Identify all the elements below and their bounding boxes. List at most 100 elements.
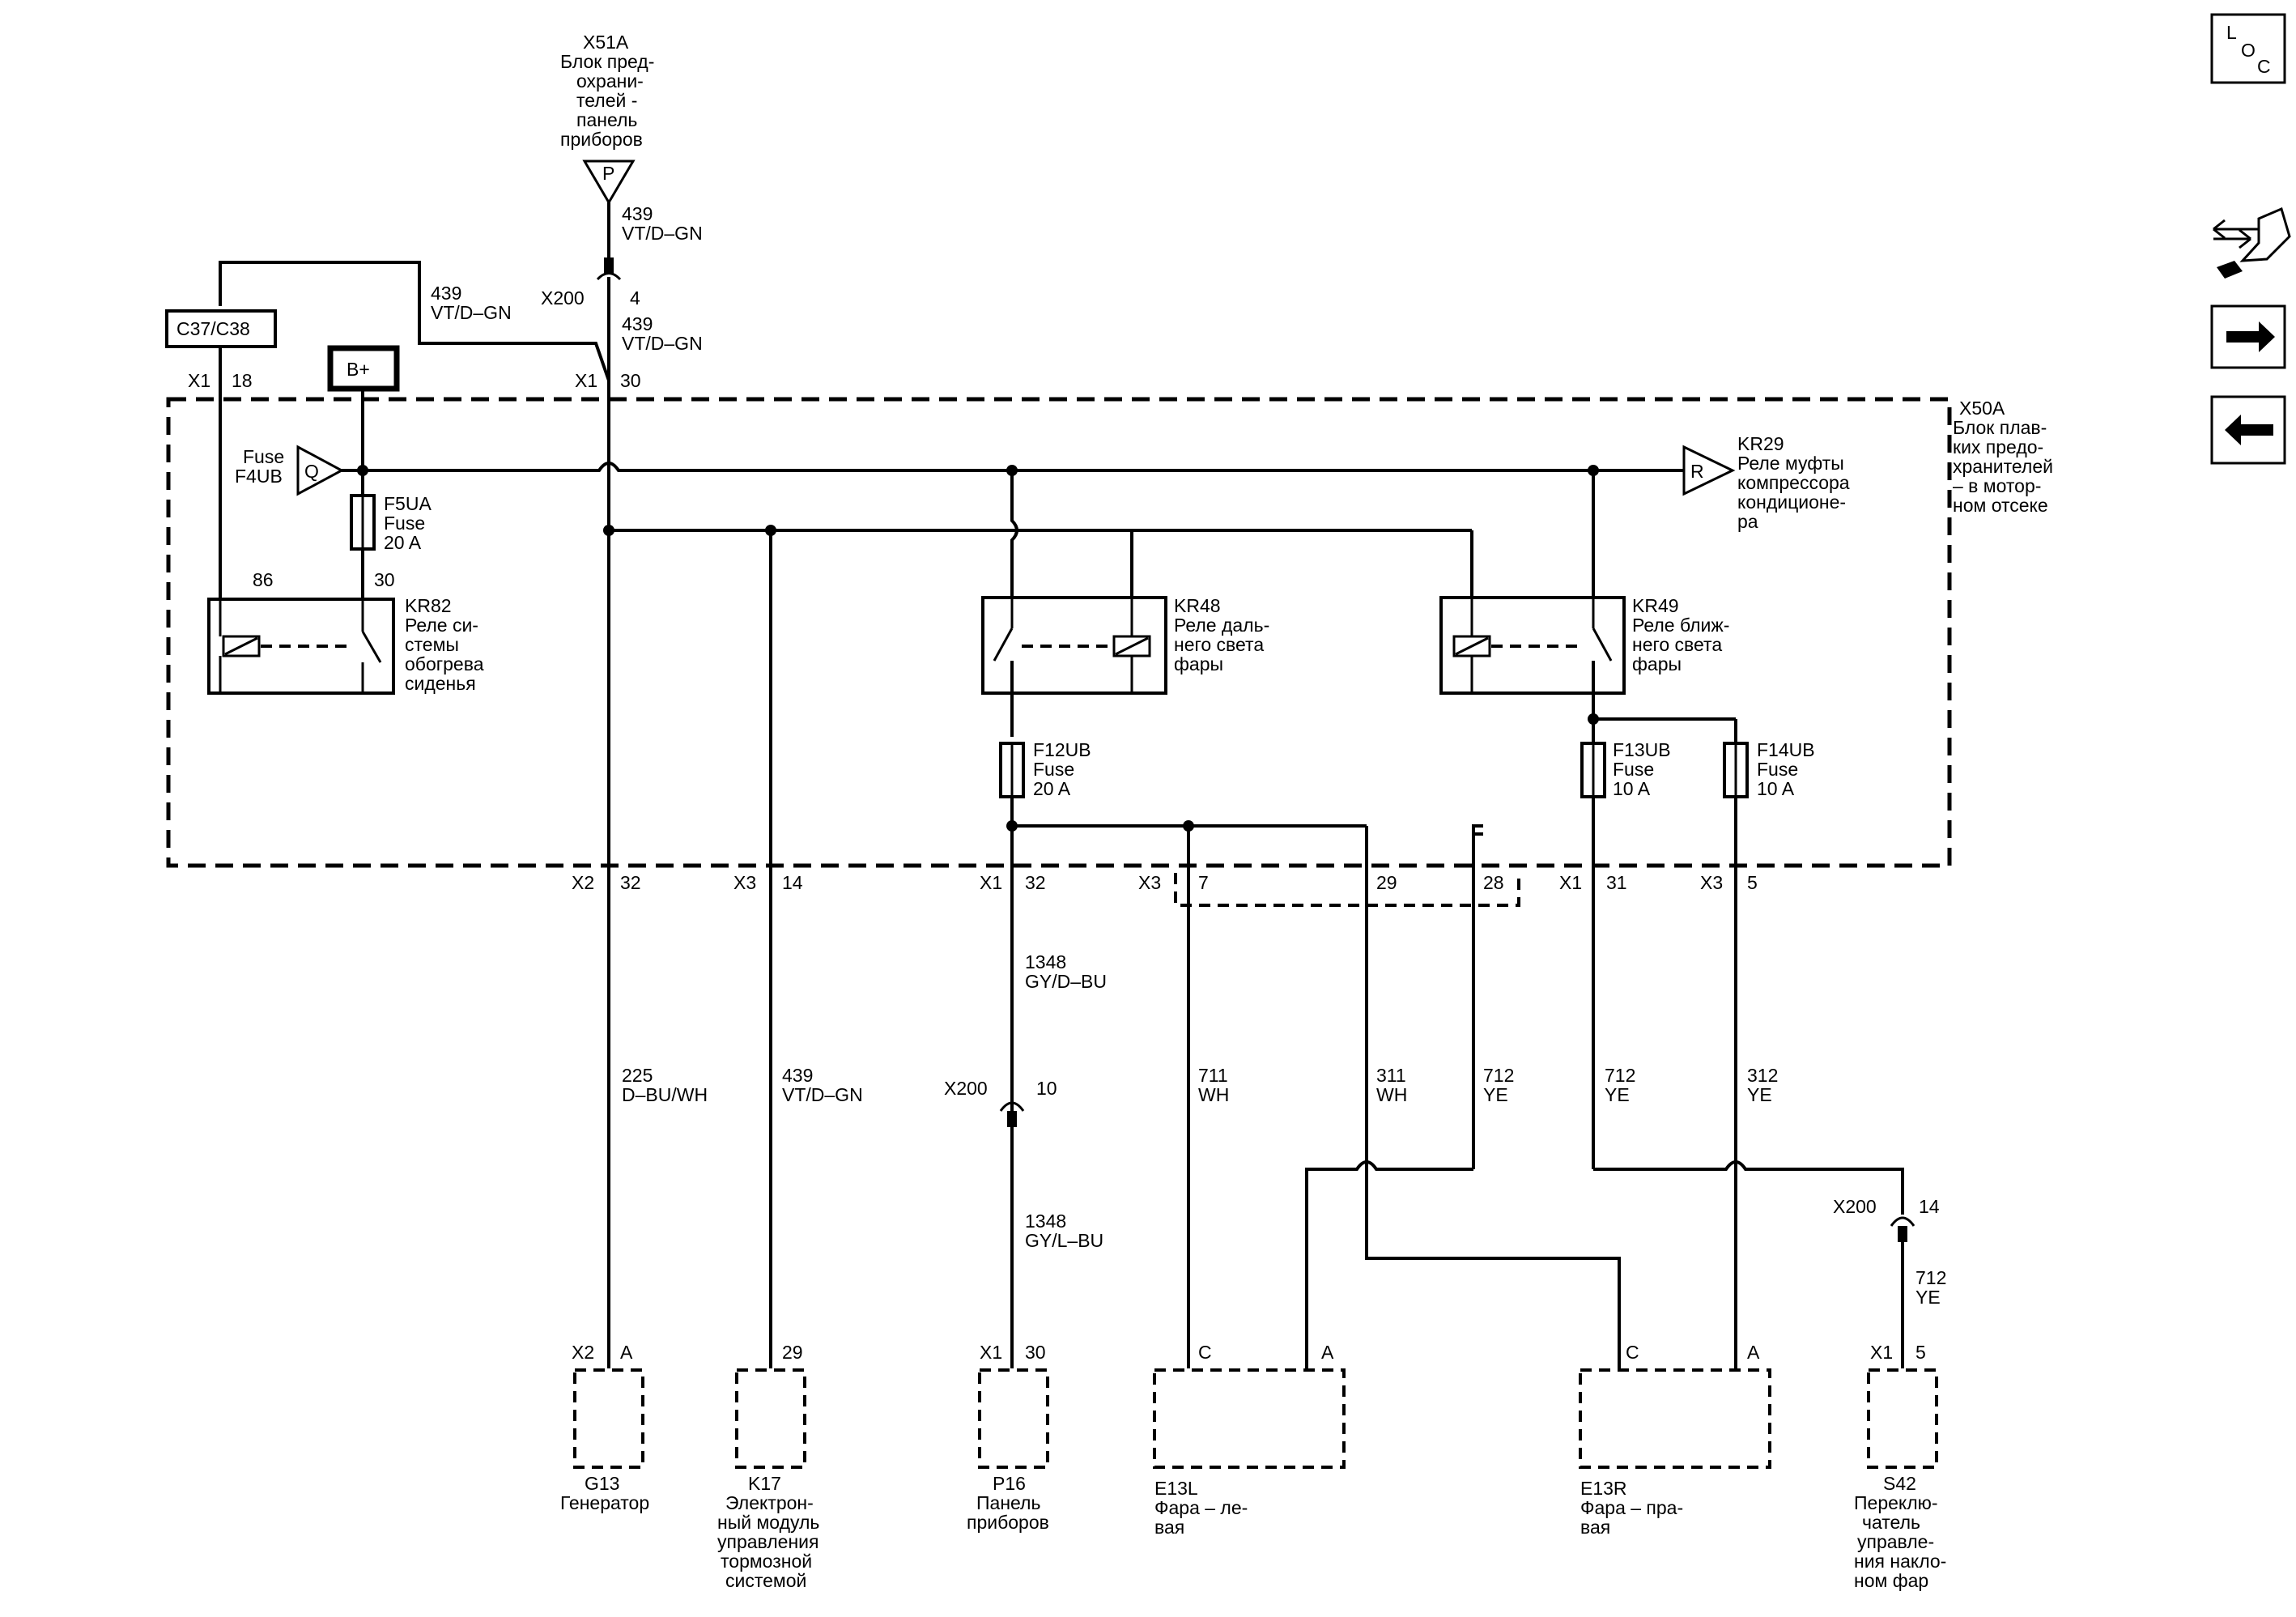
k17-desc-6: системой: [725, 1570, 806, 1591]
x51a-desc-2: охрани-: [576, 70, 644, 91]
kr49-desc-3: него света: [1632, 634, 1722, 655]
wire-312-num: 312: [1747, 1065, 1778, 1086]
prev-page-button[interactable]: [2210, 395, 2286, 465]
x51a-pin-symbol: [582, 160, 636, 205]
c37-label: C37/C38: [176, 318, 250, 339]
e13l-desc-2: Фара – ле-: [1154, 1497, 1248, 1518]
kr29-desc-1: KR29: [1737, 433, 1784, 454]
x200-top-label: X200: [541, 287, 585, 309]
f4ub-label-1: Fuse: [243, 446, 284, 467]
kr29-pin-symbol: [1682, 445, 1736, 496]
component-k17[interactable]: 29 K17 Электрон- ный модуль управления т…: [717, 1342, 819, 1591]
x51a-name: X51A: [583, 32, 629, 53]
wire-c37-color: VT/D–GN: [431, 302, 512, 323]
pin-x2-32-conn: X2: [572, 872, 594, 893]
p16-desc-1: P16: [993, 1473, 1026, 1494]
kr82-pin86: 86: [253, 569, 274, 590]
kr48-desc-4: фары: [1174, 653, 1223, 674]
arrow-right-icon: [2226, 321, 2275, 352]
e13l-desc-1: E13L: [1154, 1478, 1198, 1499]
component-g13[interactable]: X2 A G13 Генератор: [560, 1342, 649, 1513]
kr49-desc-1: KR49: [1632, 595, 1679, 616]
pin-x3-5-num: 5: [1747, 872, 1758, 893]
wire-439-top-color: VT/D–GN: [622, 223, 703, 244]
kr82-desc-5: сиденья: [405, 673, 476, 694]
f4ub-pin-symbol: [296, 445, 345, 496]
loc-o: O: [2241, 40, 2256, 61]
wire-439-mid-num: 439: [622, 313, 653, 334]
connector-info-icon[interactable]: [2213, 206, 2291, 279]
kr29-desc-5: ра: [1737, 511, 1758, 532]
kr29-pin: R: [1690, 461, 1704, 482]
wire-439-low-num: 439: [782, 1065, 813, 1086]
kr82-desc-2: Реле си-: [405, 615, 478, 636]
wire-311-color: WH: [1376, 1084, 1407, 1105]
wire-312-color: YE: [1747, 1084, 1772, 1105]
e13r-desc-2: Фара – пра-: [1580, 1497, 1683, 1518]
wire-1348a-color: GY/D–BU: [1025, 971, 1107, 992]
wire-225-color: D–BU/WH: [622, 1084, 708, 1105]
pin-x1-32-num: 32: [1025, 872, 1046, 893]
kr29-desc-4: кондиционе-: [1737, 491, 1846, 513]
wire-439-mid-color: VT/D–GN: [622, 333, 703, 354]
wire-712c-num: 712: [1915, 1267, 1946, 1288]
g13-desc-1: G13: [585, 1473, 619, 1494]
component-e13r[interactable]: C A E13R Фара – пра- вая: [1579, 1342, 1771, 1538]
pin-x3-7-num: 7: [1198, 872, 1209, 893]
x50a-desc-4: – в мотор-: [1953, 475, 2041, 496]
x51a-desc-1: Блок пред-: [560, 51, 654, 72]
pin-x3-14-num: 14: [782, 872, 803, 893]
loc-button[interactable]: L O C: [2210, 13, 2286, 84]
loc-l: L: [2226, 22, 2237, 43]
kr48-desc-3: него света: [1174, 634, 1264, 655]
arrow-left-icon: [2225, 415, 2273, 445]
f12ub-label-3: 20 A: [1033, 778, 1071, 799]
e13r-desc-1: E13R: [1580, 1478, 1627, 1499]
x200-14-conn: X200: [1833, 1196, 1877, 1217]
s42-pin-conn: X1: [1870, 1342, 1893, 1363]
g13-pin-a: A: [620, 1342, 633, 1363]
f4ub-pin: Q: [304, 461, 319, 482]
e13l-pin-a: A: [1321, 1342, 1334, 1363]
next-page-button[interactable]: [2210, 304, 2286, 369]
wire-1348b-color: GY/L–BU: [1025, 1230, 1103, 1251]
p16-pin-num: 30: [1025, 1342, 1046, 1363]
pin-x3-7-conn: X3: [1138, 872, 1161, 893]
x50a-desc-1: Блок плав-: [1953, 417, 2047, 438]
e13r-pin-c: C: [1626, 1342, 1639, 1363]
f14ub-label-1: F14UB: [1757, 739, 1815, 760]
wire-439-top-num: 439: [622, 203, 653, 224]
s42-pin-num: 5: [1915, 1342, 1926, 1363]
s42-desc-5: ния накло-: [1854, 1551, 1946, 1572]
g13-pin-conn: X2: [572, 1342, 594, 1363]
f13ub-label-1: F13UB: [1613, 739, 1671, 760]
f13ub-label-3: 10 A: [1613, 778, 1651, 799]
kr49-desc-2: Реле ближ-: [1632, 615, 1729, 636]
kr49-desc-4: фары: [1632, 653, 1682, 674]
pin-x1-31-num: 31: [1606, 872, 1627, 893]
fuse-block-x50a: [166, 397, 1952, 868]
bplus-label: B+: [347, 359, 370, 380]
s42-desc-1: S42: [1883, 1473, 1916, 1494]
kr48-desc-2: Реле даль-: [1174, 615, 1269, 636]
x200-14-pin: 14: [1919, 1196, 1940, 1217]
wire-712b-color: YE: [1605, 1084, 1630, 1105]
component-p16[interactable]: X1 30 P16 Панель приборов: [967, 1342, 1049, 1533]
kr48-relay: [981, 596, 1167, 695]
component-s42[interactable]: X1 5 S42 Переклю- чатель управле- ния на…: [1854, 1342, 1946, 1591]
e13l-pin-c: C: [1198, 1342, 1212, 1363]
f14ub-label-2: Fuse: [1757, 759, 1798, 780]
wire-311-num: 311: [1376, 1065, 1406, 1086]
k17-desc-5: тормозной: [721, 1551, 812, 1572]
component-e13l[interactable]: C A E13L Фара – ле- вая: [1153, 1342, 1346, 1538]
x51a-desc-5: приборов: [560, 129, 643, 150]
wire-712a-num: 712: [1483, 1065, 1514, 1086]
f13ub-label-2: Fuse: [1613, 759, 1654, 780]
s42-desc-6: ном фар: [1854, 1570, 1928, 1591]
e13l-desc-3: вая: [1154, 1517, 1184, 1538]
wire-711-num: 711: [1198, 1065, 1228, 1086]
p16-desc-2: Панель: [976, 1492, 1040, 1513]
x200-10-pin: 10: [1036, 1078, 1057, 1099]
e13r-pin-a: A: [1747, 1342, 1760, 1363]
